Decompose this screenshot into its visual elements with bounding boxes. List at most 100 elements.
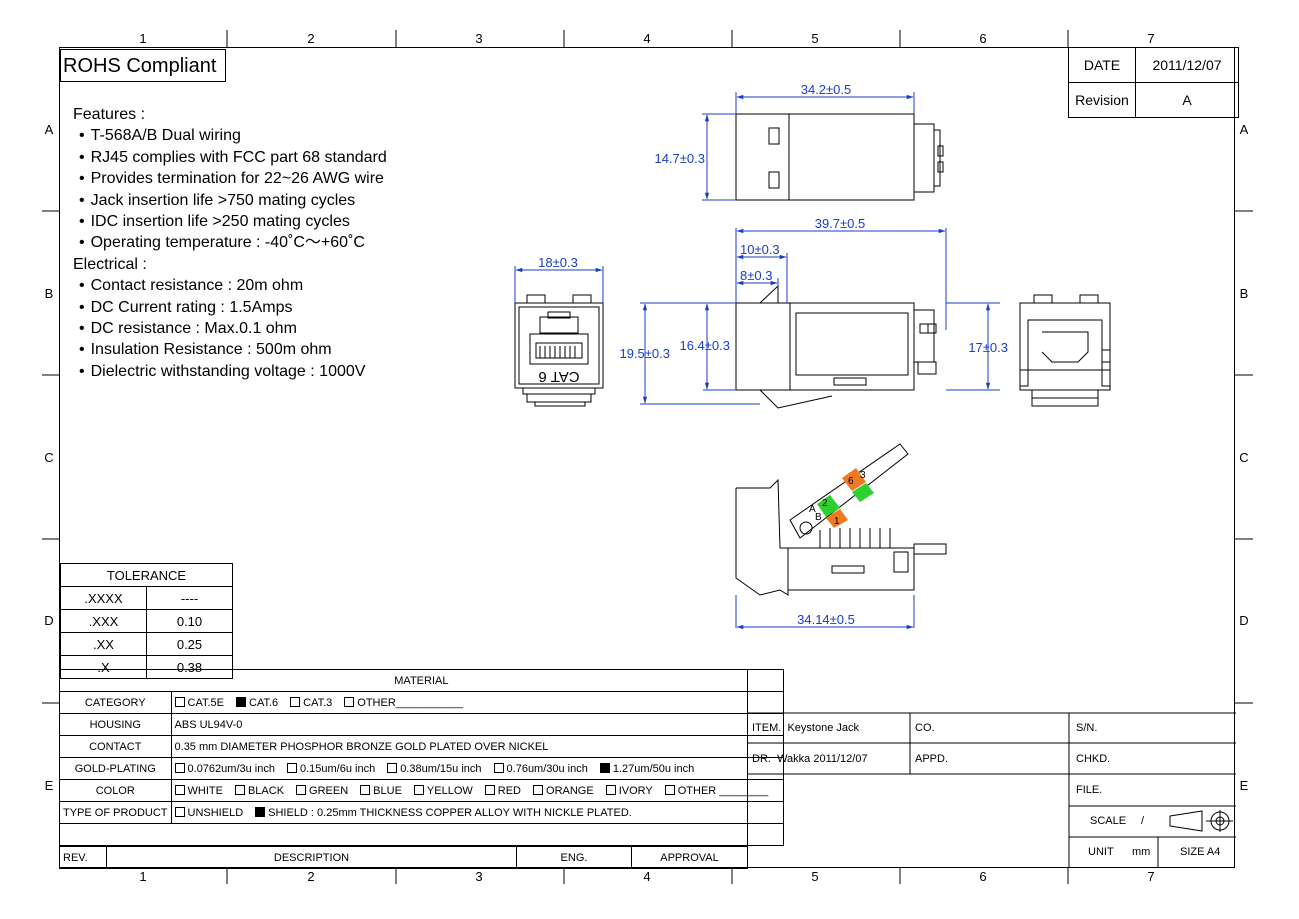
zone-col-top: 4: [643, 31, 651, 46]
zone-col-bottom: 3: [475, 869, 483, 884]
plating-label: GOLD-PLATING: [59, 757, 172, 780]
zone-col-bottom: 1: [139, 869, 147, 884]
sn-label: S/N.: [1076, 722, 1098, 734]
option-label: YELLOW: [426, 784, 473, 797]
zone-col-top: 6: [979, 31, 987, 46]
unit-value: mm: [1132, 846, 1151, 858]
approval-label: APPROVAL: [631, 846, 748, 869]
zone-row: D: [44, 613, 54, 628]
category-label: CATEGORY: [59, 691, 172, 714]
rohs-badge: ROHS Compliant: [60, 49, 226, 82]
size-label: SIZE A4: [1180, 846, 1221, 858]
option-label: WHITE: [187, 784, 223, 797]
zone-col-top: 5: [811, 31, 819, 46]
checkbox-icon: [605, 784, 616, 795]
checkbox-icon: [599, 762, 610, 773]
tolerance-value: 0.10: [146, 609, 233, 633]
date-value: 2011/12/07: [1135, 47, 1239, 83]
option-label: UNSHIELD: [187, 806, 244, 819]
product-option: UNSHIELD: [174, 806, 244, 819]
dim-rear-17: 17±0.3: [968, 340, 1008, 355]
item-value: Keystone Jack: [787, 722, 860, 734]
co-label: CO.: [915, 722, 935, 734]
option-label: BLACK: [247, 784, 285, 797]
dim-side-19: 19.5±0.3: [619, 346, 670, 361]
plating-option: 0.76um/30u inch: [493, 762, 588, 775]
zone-col-top: 1: [139, 31, 147, 46]
unit-label: UNIT: [1088, 846, 1114, 858]
electrical-item: DC Current rating : 1.5Amps: [73, 297, 387, 318]
eng-label: ENG.: [516, 846, 632, 869]
option-label: GREEN: [309, 784, 349, 797]
revision-bar: REV. DESCRIPTION ENG. APPROVAL: [59, 846, 748, 869]
plating-option: 0.38um/15u inch: [387, 762, 482, 775]
checkbox-icon: [484, 784, 495, 795]
wire-label-6: 6: [848, 476, 854, 487]
top-view: [735, 113, 944, 201]
zone-row: C: [1239, 450, 1249, 465]
tolerance-precision: .XX: [60, 632, 147, 656]
checkbox-icon: [413, 784, 424, 795]
open-view: [735, 443, 947, 596]
material-title: MATERIAL: [59, 669, 785, 692]
dr-field: DR. Wakka 2011/12/07: [752, 753, 868, 765]
feature-item: Provides termination for 22~26 AWG wire: [73, 168, 387, 189]
option-label: CAT.6: [249, 696, 279, 709]
color-option: GREEN: [296, 784, 349, 797]
feature-item: T-568A/B Dual wiring: [73, 125, 387, 146]
feature-item: IDC insertion life >250 mating cycles: [73, 211, 387, 232]
front-view: [514, 294, 604, 407]
option-label: RED: [497, 784, 522, 797]
color-option: BLACK: [234, 784, 285, 797]
plating-option: 0.0762um/3u inch: [174, 762, 275, 775]
checkbox-icon: [664, 784, 675, 795]
wire-label-3: 3: [860, 470, 866, 481]
color-option: YELLOW: [413, 784, 473, 797]
zone-row: B: [44, 286, 54, 301]
housing-label: HOUSING: [59, 713, 172, 736]
revision-value: A: [1135, 82, 1239, 118]
zone-col-bottom: 4: [643, 869, 651, 884]
product-label: TYPE OF PRODUCT: [59, 801, 172, 824]
zone-col-top: 7: [1147, 31, 1155, 46]
dim-side-16: 16.4±0.3: [679, 338, 730, 353]
option-label: 0.15um/6u inch: [299, 762, 376, 775]
tolerance-value: ----: [146, 586, 233, 610]
zone-col-bottom: 6: [979, 869, 987, 884]
rear-view: [1019, 294, 1111, 407]
checkbox-icon: [290, 696, 301, 707]
electrical-item: Dielectric withstanding voltage : 1000V: [73, 361, 387, 382]
spec-notes: Features : T-568A/B Dual wiringRJ45 comp…: [73, 104, 387, 382]
checkbox-icon: [255, 806, 266, 817]
electrical-heading: Electrical :: [73, 255, 147, 273]
tolerance-value: 0.25: [146, 632, 233, 656]
checkbox-icon: [174, 762, 185, 773]
checkbox-icon: [360, 784, 371, 795]
zone-col-bottom: 7: [1147, 869, 1155, 884]
scale-value: /: [1141, 815, 1145, 827]
dim-side-length: 39.7±0.5: [815, 216, 866, 231]
front-cat-label: CAT 6: [538, 368, 579, 385]
zone-row: E: [1239, 778, 1249, 793]
contact-value: 0.35 mm DIAMETER PHOSPHOR BRONZE GOLD PL…: [170, 735, 785, 758]
checkbox-icon: [174, 806, 185, 817]
dr-label: DR.: [752, 753, 771, 765]
color-option: RED: [484, 784, 522, 797]
category-option: CAT.3: [290, 696, 332, 709]
option-label: OTHER ________: [677, 784, 769, 797]
feature-item: RJ45 complies with FCC part 68 standard: [73, 147, 387, 168]
checkbox-icon: [234, 784, 245, 795]
zone-col-top: 2: [307, 31, 315, 46]
dr-value: Wakka 2011/12/07: [777, 753, 868, 765]
option-label: OTHER___________: [357, 696, 464, 709]
wire-label-b: B: [815, 512, 822, 523]
zone-col-top: 3: [475, 31, 483, 46]
